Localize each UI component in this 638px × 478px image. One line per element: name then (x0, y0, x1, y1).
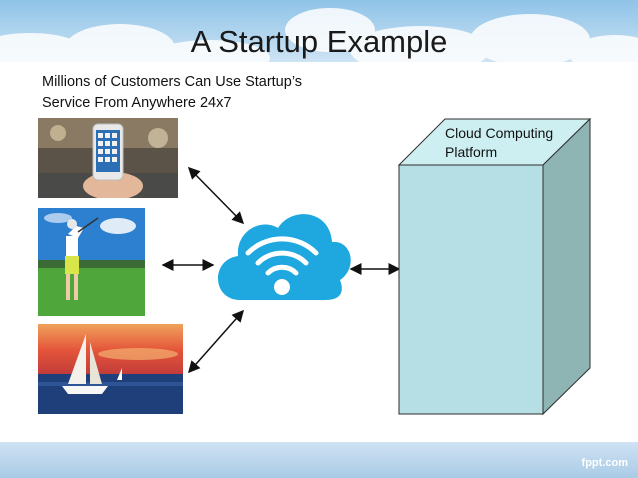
photo-smartphone (38, 118, 178, 198)
platform-label-line-2: Platform (445, 144, 497, 160)
footer-band (0, 442, 638, 478)
arrow-phone-to-cloud (187, 166, 245, 225)
sky-header-background (0, 0, 638, 72)
subtitle-line-1: Millions of Customers Can Use Startup’s (42, 74, 303, 90)
platform-label-line-1: Cloud Computing (445, 125, 553, 141)
subtitle-line-2: Service From Anywhere 24x7 (42, 95, 232, 111)
photo-golfer (38, 208, 145, 316)
brand-mark: fppt.com (581, 457, 628, 469)
photo-sailboat (38, 324, 183, 414)
arrow-sailboat-to-cloud (188, 309, 244, 374)
cloud-wifi-icon (217, 214, 351, 300)
slide-title: A Startup Example (190, 24, 448, 59)
slide-subtitle: Millions of Customers Can Use Startup’s … (42, 72, 362, 114)
cloud-platform-box (397, 117, 592, 416)
